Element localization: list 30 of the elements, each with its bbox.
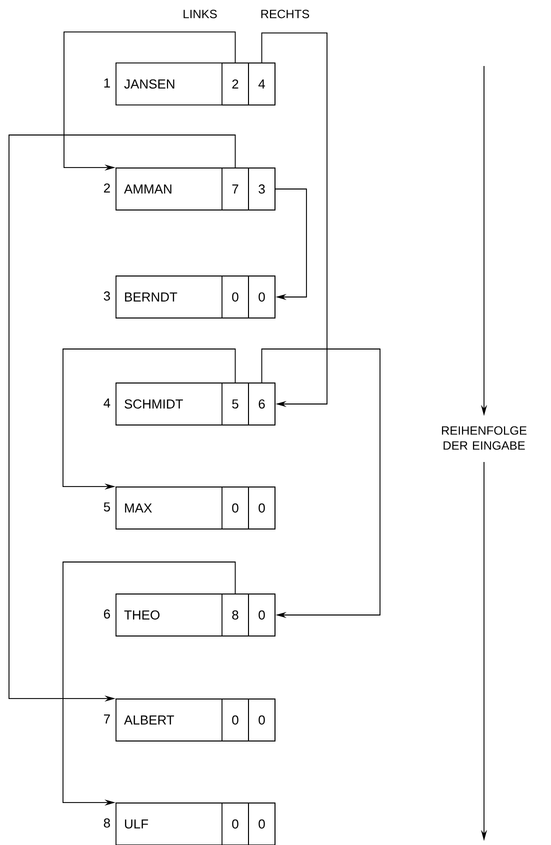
- arrow: [275, 188, 307, 300]
- column-heading: LINKS: [180, 8, 220, 20]
- pointer-cell: 0: [248, 594, 276, 636]
- pointer-cell: 5: [222, 382, 249, 426]
- record-number: 1: [104, 78, 110, 88]
- pointer-cell: 6: [248, 382, 276, 426]
- pointer-cell: 3: [248, 168, 276, 210]
- arrow: [261, 32, 328, 408]
- record-number: 8: [104, 818, 110, 828]
- pointer-cell: 7: [222, 168, 249, 210]
- pointer-cell: 0: [222, 486, 249, 530]
- column-heading: RECHTS: [258, 8, 312, 20]
- record-number: 7: [104, 714, 110, 724]
- pointer-cell: 0: [248, 486, 276, 530]
- pointer-cell: 0: [248, 698, 276, 742]
- record-number: 3: [104, 291, 110, 301]
- pointer-cell: 0: [222, 276, 249, 318]
- pointer-cell: 0: [248, 276, 276, 318]
- record-number: 4: [104, 398, 110, 408]
- axis-label: REIHENFOLGE DER EINGABE: [432, 424, 536, 452]
- pointer-cell: 8: [222, 594, 249, 636]
- pointer-cell: 0: [222, 802, 249, 845]
- pointer-cell: 0: [248, 802, 276, 845]
- pointer-cell: 0: [222, 698, 249, 742]
- pointer-cell: 4: [248, 62, 276, 106]
- record-number: 2: [104, 183, 110, 193]
- pointer-cell: 2: [222, 62, 249, 106]
- record-number: 5: [104, 502, 110, 512]
- arrow: [261, 348, 380, 618]
- record-number: 6: [104, 609, 110, 619]
